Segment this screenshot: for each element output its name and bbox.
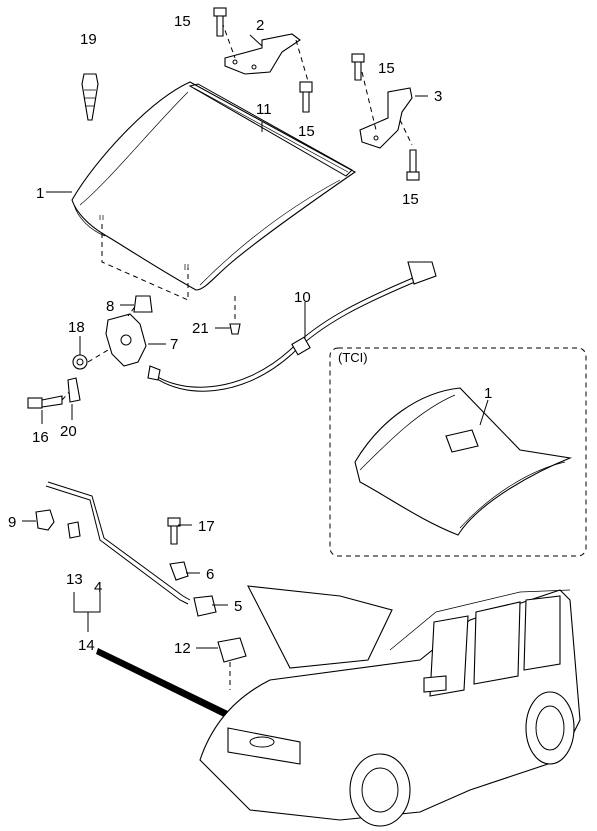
clip-21 bbox=[229, 296, 241, 335]
callout-18: 18 bbox=[68, 319, 85, 336]
clip-9 bbox=[35, 509, 55, 531]
vehicle-illustration bbox=[199, 585, 581, 827]
callout-11: 11 bbox=[256, 101, 272, 118]
hood-hinge-rh bbox=[359, 71, 413, 149]
bolt-15-b bbox=[299, 81, 313, 113]
callout-2: 2 bbox=[256, 17, 264, 34]
callout-15-b: 15 bbox=[298, 123, 315, 140]
callout-21: 21 bbox=[192, 320, 209, 337]
bolt-15-d bbox=[406, 149, 420, 181]
nut-18 bbox=[72, 349, 109, 370]
callout-8: 8 bbox=[106, 298, 114, 315]
bolt-15-c bbox=[351, 53, 365, 81]
callout-14: 14 bbox=[78, 637, 95, 654]
callout-labels: 1 2 3 4 5 6 7 8 9 10 11 12 13 14 15 15 1… bbox=[8, 13, 492, 657]
callout-3: 3 bbox=[434, 88, 442, 105]
leader-lines bbox=[22, 34, 489, 649]
callout-1: 1 bbox=[36, 185, 44, 202]
callout-15-a: 15 bbox=[174, 13, 191, 30]
callout-5: 5 bbox=[234, 598, 242, 615]
tci-callout-1: 1 bbox=[484, 385, 492, 402]
callout-12: 12 bbox=[174, 640, 191, 657]
bolt-15-a bbox=[213, 7, 227, 37]
clip-20 bbox=[67, 377, 81, 403]
callout-9: 9 bbox=[8, 514, 16, 531]
callout-20: 20 bbox=[60, 423, 77, 440]
callout-10: 10 bbox=[294, 289, 311, 306]
callout-19: 19 bbox=[80, 31, 97, 48]
hood-weatherstrip bbox=[188, 83, 353, 177]
bolt-17 bbox=[167, 517, 181, 545]
callout-4: 4 bbox=[94, 579, 102, 596]
hood-hinge-lh bbox=[221, 21, 311, 89]
callout-6: 6 bbox=[206, 566, 214, 583]
bracket-12 bbox=[217, 637, 247, 690]
callout-16: 16 bbox=[32, 429, 49, 446]
hood-stay-rod bbox=[45, 481, 191, 605]
hood-panel bbox=[71, 81, 357, 301]
clip-19 bbox=[81, 73, 99, 121]
grommet-13 bbox=[67, 521, 81, 539]
clip-5 bbox=[193, 595, 217, 617]
bumper-8 bbox=[133, 295, 153, 313]
tci-inset-title: (TCI) bbox=[338, 350, 368, 365]
callout-7: 7 bbox=[170, 336, 178, 353]
callout-13: 13 bbox=[66, 571, 83, 588]
tci-inset bbox=[329, 347, 587, 557]
callout-15-d: 15 bbox=[402, 191, 419, 208]
callout-17: 17 bbox=[198, 518, 215, 535]
callout-15-c: 15 bbox=[378, 60, 395, 77]
clip-6 bbox=[169, 561, 189, 581]
hood-release-cable bbox=[147, 261, 437, 392]
